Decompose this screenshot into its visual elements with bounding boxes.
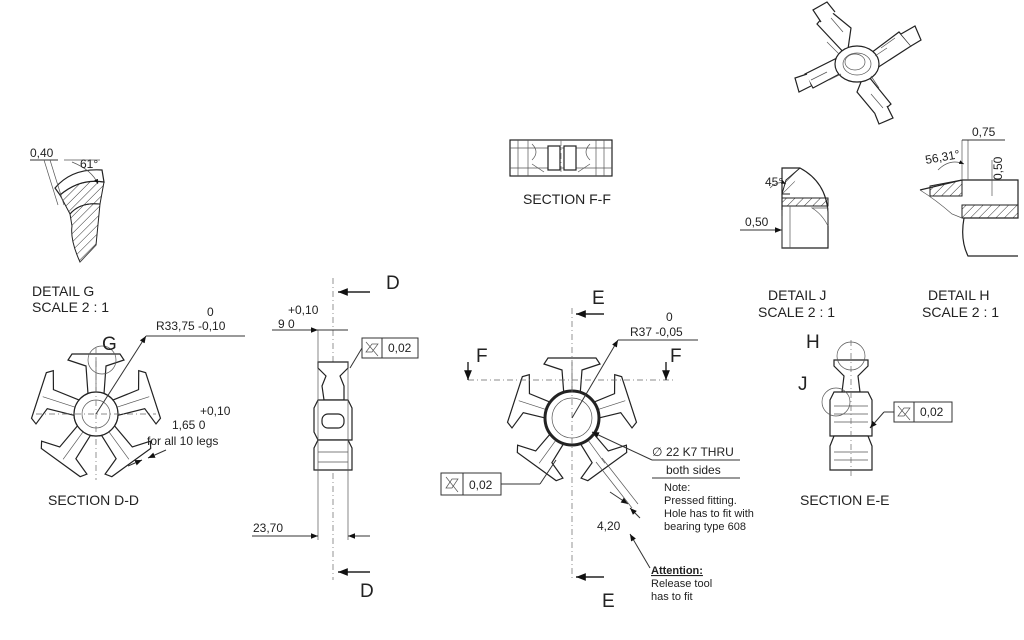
detail-g-view: 0,40 61° DETAIL G SCALE 2 : 1 xyxy=(30,146,109,315)
cylindricity-symbol-icon xyxy=(897,405,911,421)
front-view-radius: R37 -0,05 xyxy=(630,325,683,339)
section-f-marker-right: F xyxy=(670,346,682,367)
cylindricity-symbol-icon xyxy=(445,476,459,493)
section-d-marker-top: D xyxy=(386,273,400,294)
section-dd-radius: R33,75 -0,10 xyxy=(156,319,226,333)
front-view-hole-spec: 22 K7 THRU xyxy=(666,445,734,459)
side-view-tol-value: 9 0 xyxy=(278,317,295,331)
front-view-attention-line-2: has to fit xyxy=(651,591,693,603)
section-ee-flatness-box xyxy=(913,401,953,423)
section-dd-leg-value: 1,65 0 xyxy=(172,418,206,432)
detail-g-thickness: 0,40 xyxy=(30,146,54,160)
side-view-tol: +0,10 xyxy=(288,303,319,317)
side-view: +0,10 9 0 23,70 0,02 D D xyxy=(252,273,419,602)
section-dd-view xyxy=(30,345,162,480)
section-e-marker-top: E xyxy=(592,288,605,309)
section-dd-leg-tol: +0,10 xyxy=(200,404,231,418)
section-ee-flatness-value: 0,02 xyxy=(920,405,944,419)
detail-h-top: 0,75 xyxy=(972,125,996,139)
front-view-note-line-2: Hole has to fit with xyxy=(664,508,754,520)
detail-h-angle: 56,31° xyxy=(924,147,961,167)
isometric-view xyxy=(794,1,922,125)
front-view-note-title: Note: xyxy=(664,482,690,494)
front-view-attention-title: Attention: xyxy=(651,565,703,577)
side-view-flatness-symbol-box xyxy=(361,337,383,359)
side-view-width: 23,70 xyxy=(253,521,283,535)
front-view-radius-upper: 0 xyxy=(666,310,673,324)
side-view-flatness-box xyxy=(381,337,419,359)
front-view-attention-line-1: Release tool xyxy=(651,578,712,590)
side-view-flatness-value: 0,02 xyxy=(388,341,412,355)
front-view-width: 4,20 xyxy=(597,519,621,533)
detail-h-caption: DETAIL H xyxy=(928,287,989,303)
front-view-note-line-3: bearing type 608 xyxy=(664,521,746,533)
detail-j-width: 0,50 xyxy=(745,215,769,229)
detail-g-angle: 61° xyxy=(80,157,98,171)
detail-j-marker: J xyxy=(798,374,808,395)
section-ee-view: H J 0,02 SECTION E-E xyxy=(798,332,953,508)
front-view-hole-note: both sides xyxy=(666,463,721,477)
detail-h-scale: SCALE 2 : 1 xyxy=(922,304,999,320)
detail-g-marker: G xyxy=(102,334,117,355)
detail-h-marker: H xyxy=(806,332,820,353)
cylindricity-symbol-icon xyxy=(365,341,379,357)
section-ee-caption: SECTION E-E xyxy=(800,492,889,508)
section-dd-leg-note: for all 10 legs xyxy=(147,434,218,448)
section-d-marker-bottom: D xyxy=(360,581,374,602)
front-view-note-line-1: Pressed fitting. xyxy=(664,495,737,507)
detail-h-view: 0,75 0,50 56,31° DETAIL H SCALE 2 : 1 xyxy=(919,125,1019,320)
detail-g-scale: SCALE 2 : 1 xyxy=(32,299,109,315)
section-e-marker-bottom: E xyxy=(602,591,615,612)
section-f-marker-left: F xyxy=(476,346,488,367)
detail-j-scale: SCALE 2 : 1 xyxy=(758,304,835,320)
front-view-annotations: F F E E 0 R37 -0,05 ∅ 22 K7 THRU both si… xyxy=(440,288,754,612)
detail-j-view: 45° 0,50 DETAIL J SCALE 2 : 1 xyxy=(740,167,835,320)
detail-h-side: 0,50 xyxy=(991,156,1005,180)
front-view-flatness-value: 0,02 xyxy=(469,478,493,492)
section-dd-caption: SECTION D-D xyxy=(48,492,139,508)
section-dd-annotations: G 0 R33,75 -0,10 +0,10 1,65 0 for all 10… xyxy=(48,305,245,508)
diameter-symbol-icon: ∅ xyxy=(652,445,662,459)
detail-j-caption: DETAIL J xyxy=(768,287,826,303)
section-ff-caption: SECTION F-F xyxy=(523,191,611,207)
section-ee-flatness-symbol-box xyxy=(893,401,915,423)
section-ff-view: SECTION F-F xyxy=(509,139,613,207)
detail-j-angle: 45° xyxy=(765,175,783,189)
section-dd-radius-upper: 0 xyxy=(207,305,214,319)
front-view xyxy=(468,308,676,578)
detail-g-caption: DETAIL G xyxy=(32,283,94,299)
